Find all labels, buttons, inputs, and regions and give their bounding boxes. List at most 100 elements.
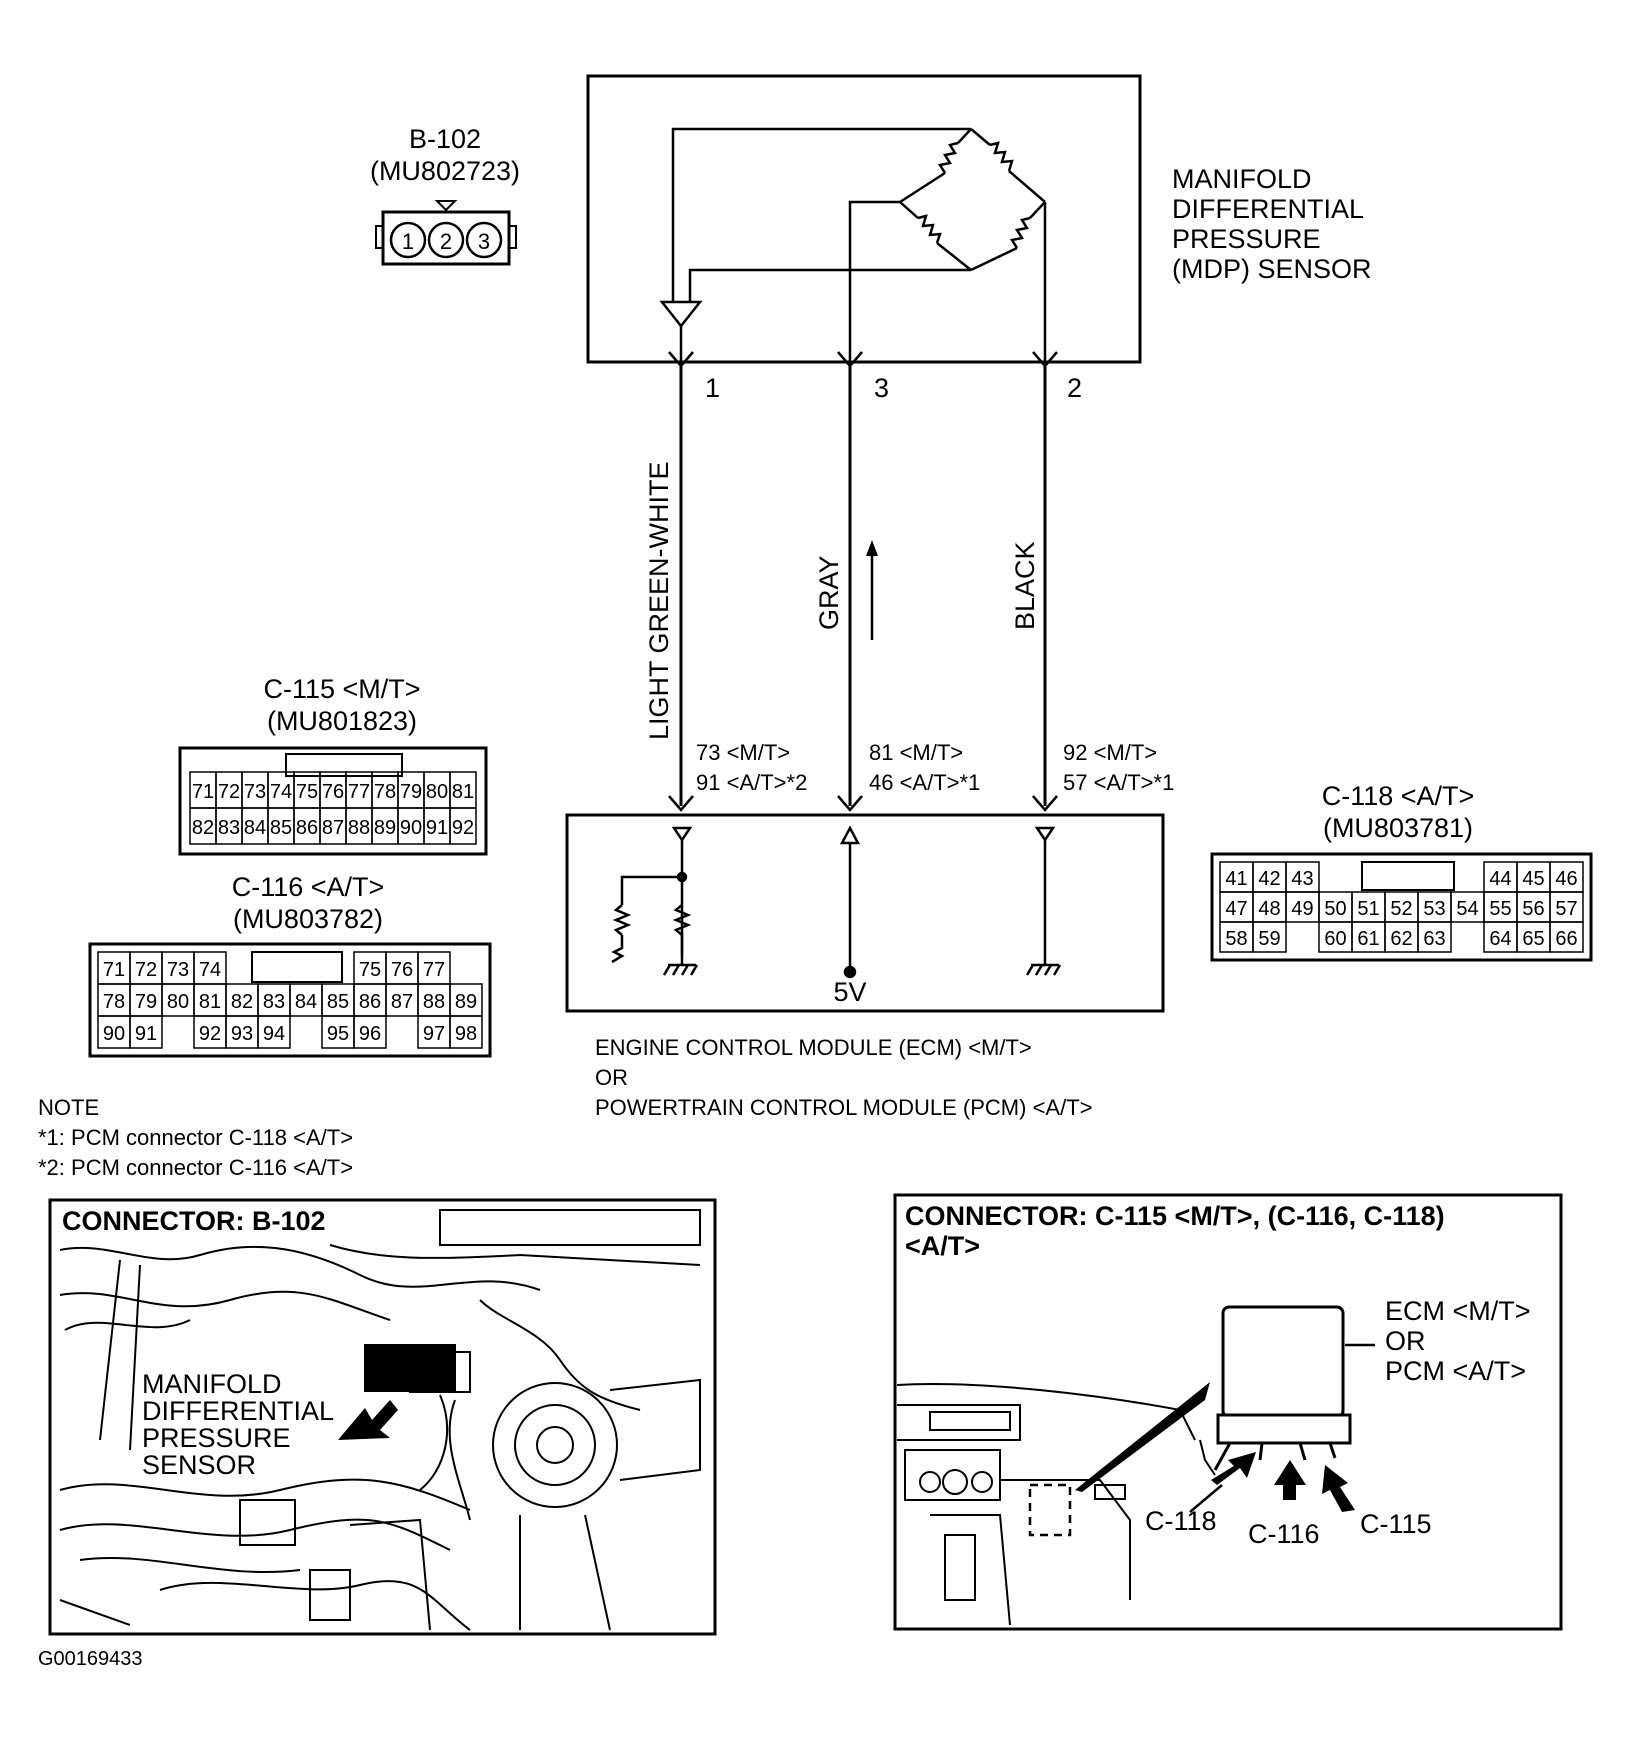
- c118-title: C-118 <A/T>: [1322, 781, 1475, 811]
- amplifier-icon: [659, 300, 703, 329]
- cavity-number: 75: [359, 959, 381, 981]
- b102-part-number: (MU802723): [370, 156, 520, 186]
- cavity-number: 77: [348, 781, 370, 803]
- module-label-line: ECM <M/T>: [1385, 1296, 1531, 1326]
- cavity-number: 91: [426, 817, 448, 839]
- arrow-icon: [1211, 1452, 1256, 1485]
- terminal-at: 57 <A/T>*1: [1063, 770, 1174, 795]
- cavity-number: 74: [270, 781, 292, 803]
- connector-cavity: [1252, 921, 1287, 953]
- c116-title: C-116 <A/T>: [232, 872, 385, 902]
- module-label-line: OR: [1385, 1326, 1426, 1356]
- cavity-number: 93: [231, 1023, 253, 1045]
- callout-line: MANIFOLD: [142, 1369, 282, 1399]
- connector-cavity: [449, 1015, 483, 1049]
- cavity-number: 90: [103, 1023, 125, 1045]
- mdp-sensor-callout-connector: [364, 1344, 456, 1392]
- cavity-number: 91: [135, 1023, 157, 1045]
- cavity-number: 58: [1225, 928, 1247, 950]
- cavity-number: 84: [295, 991, 317, 1013]
- module-caption-line: ENGINE CONTROL MODULE (ECM) <M/T>: [595, 1035, 1032, 1060]
- sensor-name-line: PRESSURE: [1172, 224, 1321, 254]
- panel-frame: [893, 1193, 1563, 1631]
- terminal-at: 46 <A/T>*1: [869, 770, 980, 795]
- connector-label: C-118: [1145, 1506, 1217, 1536]
- cavity-number: 83: [263, 991, 285, 1013]
- wire-pin-1: 1: [705, 373, 720, 403]
- cavity-number: 76: [391, 959, 413, 981]
- cavity-number: 89: [374, 817, 396, 839]
- cavity-number: 84: [244, 817, 266, 839]
- cavity-number: 56: [1522, 898, 1544, 920]
- connector-cavity: [1417, 921, 1452, 953]
- cavity-number: 89: [455, 991, 477, 1013]
- cavity-number: 76: [322, 781, 344, 803]
- sensor-name-line: MANIFOLD: [1172, 164, 1312, 194]
- cavity-number: 94: [263, 1023, 285, 1045]
- connector-key: [251, 951, 343, 983]
- dashboard-illustration: [896, 1383, 1216, 1626]
- wheatstone-bridge: [899, 128, 1046, 272]
- cavity-number: 63: [1423, 928, 1445, 950]
- cavity-number: 49: [1291, 898, 1313, 920]
- cavity-number: 81: [452, 781, 474, 803]
- module-caption-line: POWERTRAIN CONTROL MODULE (PCM) <A/T>: [595, 1095, 1093, 1120]
- cavity-number: 72: [218, 781, 240, 803]
- b102-pin-2: [427, 221, 465, 259]
- note-line: *1: PCM connector C-118 <A/T>: [38, 1125, 353, 1150]
- panel-right-title: <A/T>: [905, 1231, 980, 1261]
- cavity-number: 97: [423, 1023, 445, 1045]
- sensor-name-line: DIFFERENTIAL: [1172, 194, 1364, 224]
- connector-cavity: [353, 1015, 387, 1049]
- module-caption-line: OR: [595, 1065, 628, 1090]
- cavity-number: 65: [1522, 928, 1544, 950]
- harness: [668, 351, 1058, 812]
- b102-id: B-102: [409, 124, 481, 154]
- mdp-sensor: MANIFOLD DIFFERENTIAL PRESSURE (MDP) SEN…: [586, 74, 1372, 364]
- panel-connector-c115-c116-c118: CONNECTOR: C-115 <M/T>, (C-116, C-118) <…: [893, 1193, 1563, 1631]
- b102-pin-3: [465, 221, 503, 259]
- wire-pin-3: 3: [874, 373, 889, 403]
- cavity-number: 60: [1324, 928, 1346, 950]
- cavity-number: 90: [400, 817, 422, 839]
- cavity-number: 42: [1258, 868, 1280, 890]
- connector-key: [1361, 861, 1455, 891]
- cavity-number: 85: [270, 817, 292, 839]
- cavity-number: 71: [192, 781, 214, 803]
- ecm-pcm-module: 5V ENGINE CONTROL MODULE (ECM) <M/T> OR …: [565, 813, 1165, 1120]
- cavity-number: 79: [135, 991, 157, 1013]
- cavity-number: 59: [1258, 928, 1280, 950]
- connector-cavity: [129, 1015, 163, 1049]
- cavity-number: 87: [391, 991, 413, 1013]
- wire-color-gray: GRAY: [814, 555, 844, 630]
- b102-pin-1: [389, 221, 427, 259]
- figure-id: G00169433: [38, 1648, 143, 1670]
- b102-connector: B-102 (MU802723) 1 2 3: [370, 124, 520, 266]
- cavity-number: 83: [218, 817, 240, 839]
- cavity-number: 82: [192, 817, 214, 839]
- arrow-icon: [338, 1400, 398, 1440]
- cavity-number: 71: [103, 959, 125, 981]
- cavity-number: 86: [359, 991, 381, 1013]
- note-block: NOTE *1: PCM connector C-118 <A/T> *2: P…: [38, 1095, 353, 1180]
- module-label-line: PCM <A/T>: [1385, 1356, 1526, 1386]
- cavity-number: 95: [327, 1023, 349, 1045]
- connector-cavity: [1549, 921, 1584, 953]
- cavity-number: 81: [199, 991, 221, 1013]
- connector-key: [285, 753, 403, 777]
- cavity-number: 96: [359, 1023, 381, 1045]
- cavity-number: 54: [1456, 898, 1478, 920]
- cavity-number: 75: [296, 781, 318, 803]
- note-heading: NOTE: [38, 1095, 99, 1120]
- cavity-number: 44: [1489, 868, 1511, 890]
- engine-bay-illustration: [59, 1209, 701, 1631]
- cavity-number: 79: [400, 781, 422, 803]
- cavity-number: 80: [167, 991, 189, 1013]
- module-box: [565, 813, 1165, 1013]
- cavity-number: 47: [1225, 898, 1247, 920]
- arrow-icon: [1274, 1460, 1306, 1500]
- terminal-mt: 92 <M/T>: [1063, 740, 1157, 765]
- connector-housing: [178, 746, 488, 856]
